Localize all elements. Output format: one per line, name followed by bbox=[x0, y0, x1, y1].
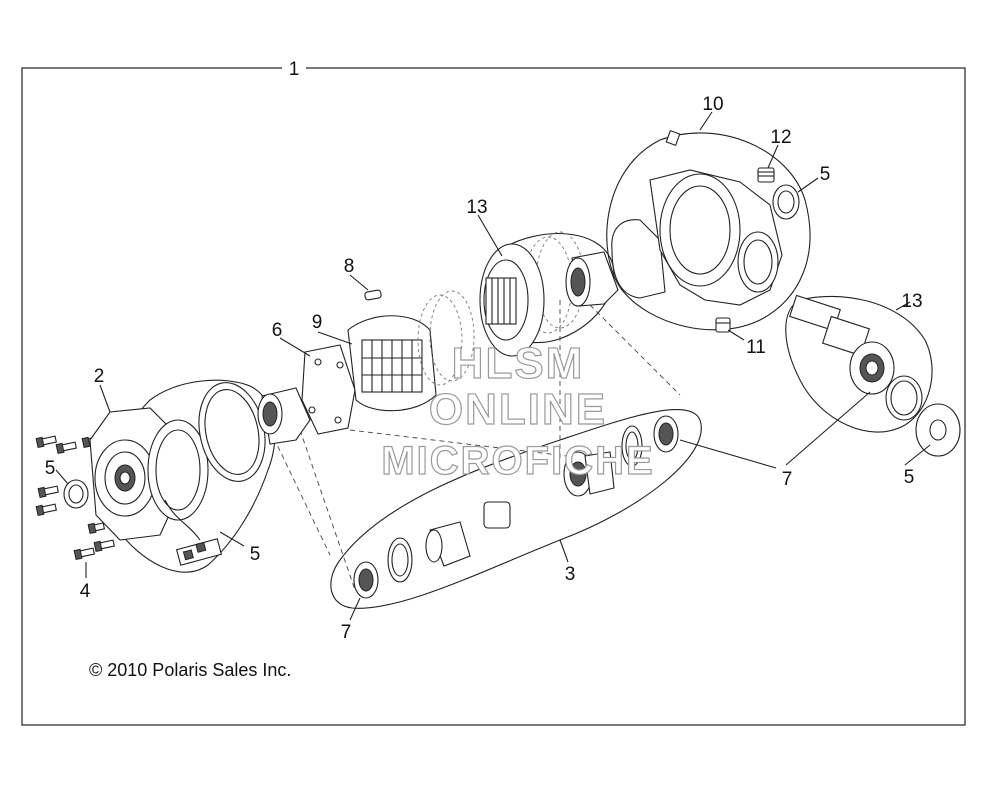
bearing-6 bbox=[257, 387, 311, 445]
callout-5-far-right: 5 bbox=[904, 467, 915, 488]
callout-1: 1 bbox=[289, 59, 300, 80]
assembly-frame bbox=[21, 67, 966, 726]
callout-5-left: 5 bbox=[45, 458, 56, 479]
callout-12: 12 bbox=[770, 127, 791, 148]
large-ring-gasket bbox=[198, 382, 266, 482]
connector-plug bbox=[175, 538, 223, 566]
callout-8: 8 bbox=[344, 256, 355, 277]
callout-2: 2 bbox=[94, 366, 105, 387]
callout-5-upper-right: 5 bbox=[820, 164, 831, 185]
ring-gear bbox=[479, 243, 545, 357]
bearing-kit-parts bbox=[353, 415, 679, 599]
watermark: HLSM ONLINE MICROFICHE bbox=[381, 338, 654, 483]
gasket-plate bbox=[301, 344, 356, 435]
callout-7-right: 7 bbox=[782, 469, 793, 490]
watermark-line-1: HLSM bbox=[452, 339, 585, 388]
callout-3: 3 bbox=[565, 564, 576, 585]
callout-labels: 1 2 3 4 5 5 5 5 6 7 7 8 9 10 11 12 13 13 bbox=[45, 59, 923, 643]
coil-ring bbox=[147, 419, 209, 541]
drain-plug bbox=[715, 317, 731, 333]
group-outline-bearing-kit bbox=[330, 408, 702, 609]
callout-13-lower: 13 bbox=[901, 291, 922, 312]
housing-bearing bbox=[565, 251, 619, 307]
callout-7-bottom: 7 bbox=[341, 622, 352, 643]
callout-10: 10 bbox=[702, 94, 723, 115]
seal-left bbox=[63, 479, 89, 509]
copyright-notice: © 2010 Polaris Sales Inc. bbox=[89, 660, 291, 680]
watermark-line-2: ONLINE bbox=[429, 385, 607, 434]
breather-cap bbox=[757, 167, 775, 183]
callout-5-middle: 5 bbox=[250, 544, 261, 565]
seal-far-right bbox=[915, 403, 961, 457]
callout-9: 9 bbox=[312, 312, 323, 333]
callout-11: 11 bbox=[746, 337, 766, 358]
callout-6: 6 bbox=[272, 320, 283, 341]
callout-4: 4 bbox=[80, 581, 91, 602]
watermark-line-3: MICROFICHE bbox=[381, 439, 654, 483]
callout-13-upper: 13 bbox=[466, 197, 487, 218]
group-outline-main-housing bbox=[606, 132, 811, 331]
roller-cage bbox=[347, 315, 437, 412]
leader-lines bbox=[55, 111, 931, 621]
roll-pin bbox=[364, 289, 382, 301]
pinion-shaft bbox=[789, 294, 895, 395]
seal-upper-right bbox=[772, 184, 800, 220]
main-housing bbox=[611, 129, 783, 306]
group-outline-pinion bbox=[785, 295, 933, 433]
snap-ring bbox=[885, 375, 923, 421]
